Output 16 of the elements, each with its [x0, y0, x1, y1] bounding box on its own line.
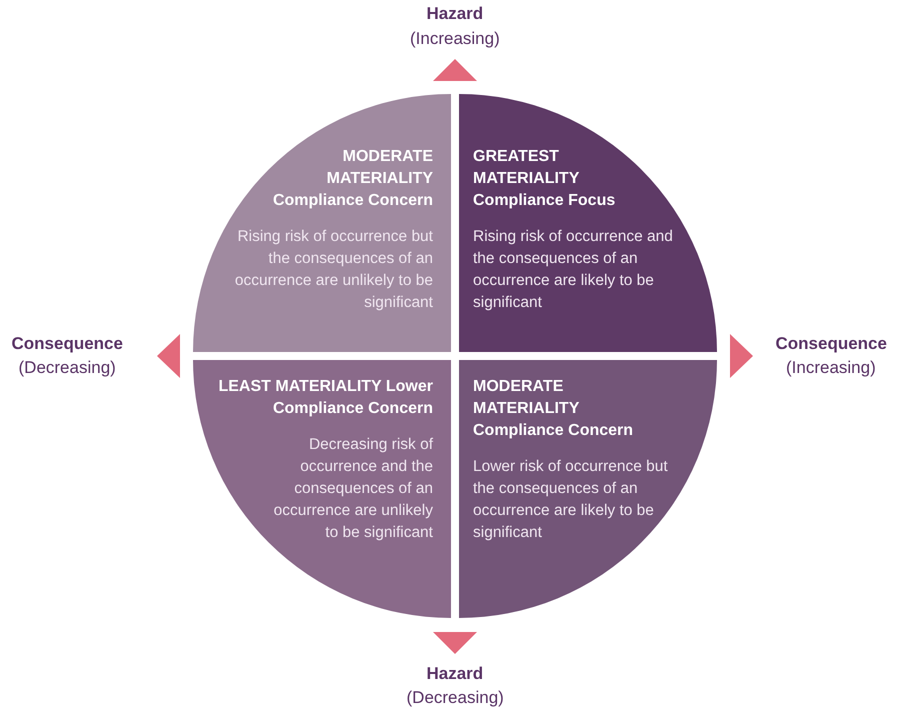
- axis-label: Hazard: [426, 664, 484, 684]
- axis-direction-label: (Decreasing): [406, 688, 504, 708]
- quadrant-description: Rising risk of occurrence but the consequences of an occurrence are unlikely to be significant: [234, 227, 433, 313]
- axis-label: Consequence: [12, 334, 123, 354]
- axis-label: Consequence: [776, 334, 887, 354]
- quadrant-heading: GREATEST MATERIALITY Compliance Focus: [473, 147, 616, 211]
- axis-label: Hazard: [426, 4, 484, 24]
- quadrant-heading: LEAST MATERIALITY Lower Compliance Concern: [218, 377, 433, 419]
- quadrant-heading: MODERATE MATERIALITY Compliance Concern: [272, 147, 433, 211]
- quadrant-description: Rising risk of occurrence and the consequences of an occurrence are likely to be significant: [473, 227, 673, 313]
- quadrant-description: Lower risk of occurrence but the consequences of an occurrence are likely to be significant: [473, 457, 668, 543]
- axis-direction-label: (Increasing): [410, 29, 500, 49]
- quadrant-description: Decreasing risk of occurrence and the consequences of an occurrence are unlikely to be significant: [273, 435, 433, 543]
- quadrant-heading: MODERATE MATERIALITY Compliance Concern: [473, 377, 634, 441]
- axis-direction-label: (Increasing): [786, 358, 876, 378]
- axis-direction-label: (Decreasing): [18, 358, 116, 378]
